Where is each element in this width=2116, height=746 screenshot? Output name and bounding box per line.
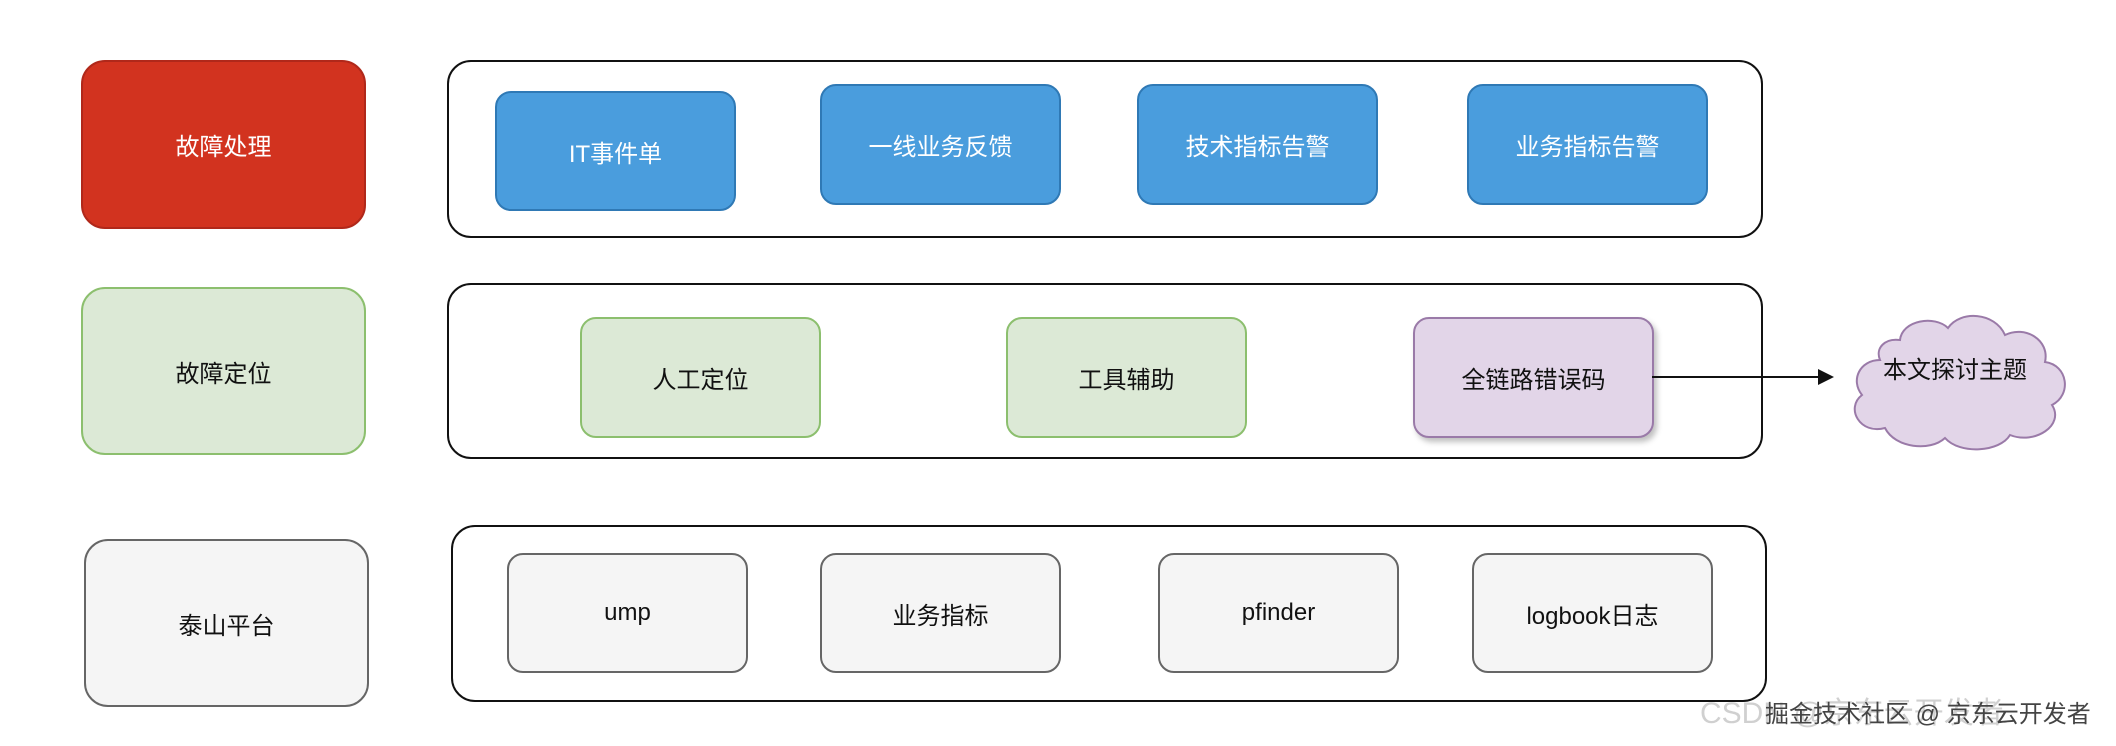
node-label: logbook日志 [1526, 602, 1659, 630]
node-label: 人工定位 [652, 367, 749, 394]
node-full-link-error-code: 全链路错误码 [1413, 317, 1654, 438]
row-label-text: 泰山平台 [178, 612, 275, 640]
arrow-head [1818, 369, 1834, 385]
node-label: 技术指标告警 [1185, 134, 1330, 161]
node-logbook: logbook日志 [1472, 553, 1713, 673]
arrow-connector [1652, 369, 1834, 385]
row-label-fault-locating: 故障定位 [81, 287, 366, 455]
node-label: 全链路错误码 [1461, 367, 1606, 394]
watermark-bg: CSDN @京东云开发者 [1700, 697, 2004, 730]
node-frontline-feedback: 一线业务反馈 [820, 84, 1061, 205]
node-label: pfinder [1241, 599, 1316, 626]
node-label: 一线业务反馈 [868, 134, 1013, 161]
node-label: ump [604, 599, 651, 626]
cloud-shape [1853, 315, 2066, 451]
cloud-path [1853, 315, 2066, 451]
watermark-fg: 掘金技术社区 @ 京东云开发者 [1765, 701, 2091, 728]
node-tech-metric-alert: 技术指标告警 [1137, 84, 1378, 205]
row-label-fault-handling: 故障处理 [81, 60, 366, 229]
row-label-text: 故障定位 [175, 360, 272, 388]
node-manual-locating: 人工定位 [580, 317, 821, 438]
node-pfinder: pfinder [1158, 553, 1399, 673]
node-label: 业务指标 [892, 602, 989, 630]
node-tool-assist: 工具辅助 [1006, 317, 1247, 438]
node-ump: ump [507, 553, 748, 673]
cloud-label: 本文探讨主题 [1883, 357, 2027, 384]
node-label: IT事件单 [568, 140, 663, 168]
node-label: 工具辅助 [1078, 367, 1175, 394]
node-business-metric-alert: 业务指标告警 [1467, 84, 1708, 205]
node-it-ticket: IT事件单 [495, 91, 736, 211]
row-label-text: 故障处理 [175, 134, 272, 161]
node-business-metrics: 业务指标 [820, 553, 1061, 673]
node-label: 业务指标告警 [1515, 134, 1660, 161]
row-label-taishan-platform: 泰山平台 [84, 539, 369, 707]
